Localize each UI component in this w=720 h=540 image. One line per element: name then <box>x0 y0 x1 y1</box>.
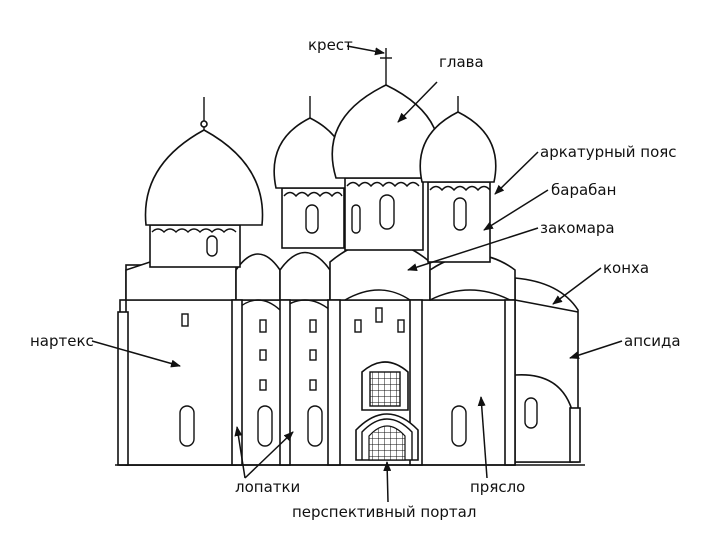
label-concha: конха <box>603 259 650 277</box>
wall-windows <box>179 307 538 447</box>
perspective-portal <box>355 361 419 461</box>
leader-lines <box>91 45 623 503</box>
main-drum <box>331 48 441 251</box>
label-cross: крест <box>308 36 353 54</box>
label-drum: барабан <box>551 181 617 199</box>
label-narthex: нартекс <box>30 332 94 350</box>
label-dome: глава <box>439 53 484 71</box>
right-drum <box>419 96 497 263</box>
center-left-drum <box>273 96 348 249</box>
label-pilasters: лопатки <box>235 478 301 496</box>
label-portal: перспективный портал <box>292 503 477 521</box>
label-apse: апсида <box>624 332 681 350</box>
label-bay: прясло <box>470 478 526 496</box>
left-drum <box>144 97 264 268</box>
main-body <box>115 240 585 466</box>
label-arcature-belt: аркатурный пояс <box>540 143 677 161</box>
label-zakomara: закомара <box>540 219 615 237</box>
